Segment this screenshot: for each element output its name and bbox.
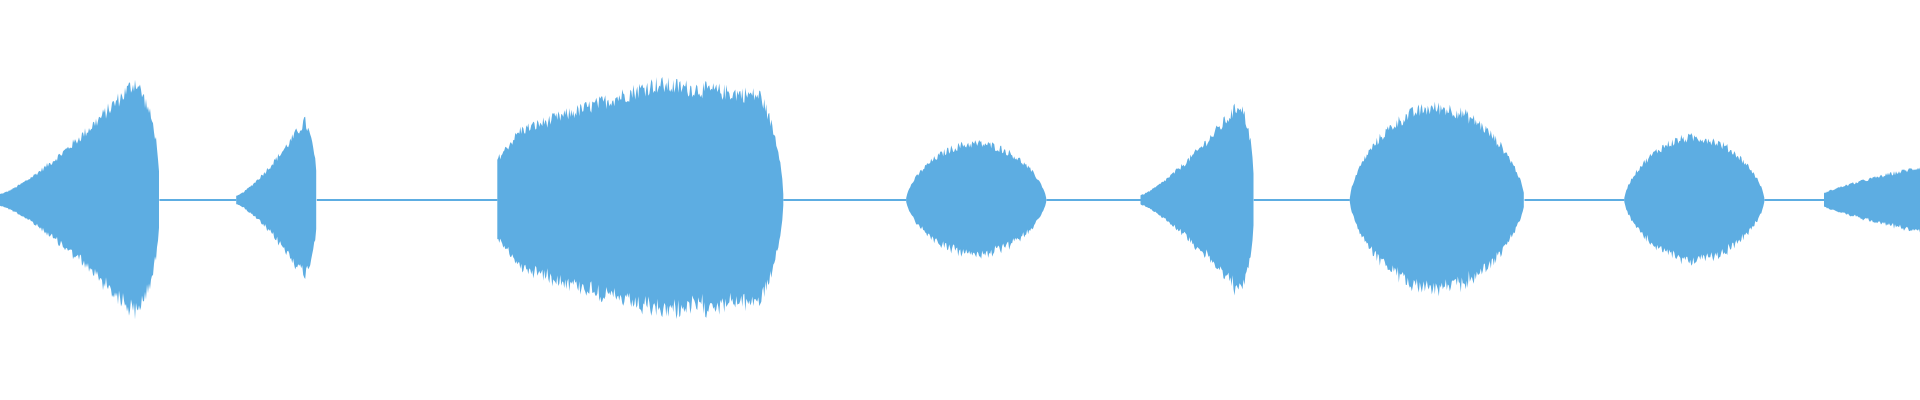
- waveform-silence-line: [1764, 199, 1824, 201]
- waveform-segment: [1140, 103, 1254, 296]
- waveform-silence-line: [159, 199, 237, 201]
- waveform-segment: [1624, 133, 1765, 266]
- waveform-segment: [906, 140, 1047, 259]
- waveform-silence-line: [1524, 199, 1625, 201]
- waveform-layer: [0, 77, 1920, 320]
- waveform-silence-line: [783, 199, 907, 201]
- waveform-silence-line: [1253, 199, 1350, 201]
- waveform-segment: [236, 116, 317, 279]
- waveform-segment: [0, 79, 159, 320]
- waveform-segment: [497, 77, 784, 319]
- waveform-segment: [1349, 101, 1524, 297]
- waveform-segment: [1824, 167, 1920, 233]
- waveform-silence-line: [316, 199, 498, 201]
- waveform-silence-line: [1046, 199, 1141, 201]
